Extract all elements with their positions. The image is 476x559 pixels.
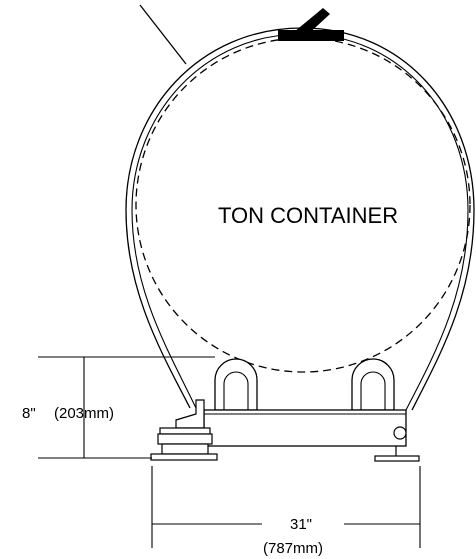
left-roller-inner: [223, 371, 249, 410]
right-roller: [351, 358, 395, 411]
right-roller-inner: [360, 371, 386, 410]
left-roller: [214, 358, 258, 411]
valve-handle: [294, 8, 330, 38]
width-metric-label: (787mm): [263, 540, 323, 557]
right-foot: [374, 455, 420, 462]
base-frame: [203, 409, 407, 447]
height-imperial-label: 8": [22, 405, 36, 422]
height-metric-label: (203mm): [54, 405, 114, 422]
valve-block: [278, 30, 344, 41]
left-bracket: [175, 399, 205, 429]
right-pin: [393, 426, 407, 440]
left-wheel-mid: [157, 433, 213, 445]
width-imperial-label: 31": [290, 516, 312, 533]
leader-line: [139, 4, 187, 65]
left-wheel-top: [159, 427, 211, 435]
left-foot: [150, 453, 218, 461]
left-wheel-bottom: [161, 443, 209, 455]
container-label: TON CONTAINER: [218, 203, 398, 228]
